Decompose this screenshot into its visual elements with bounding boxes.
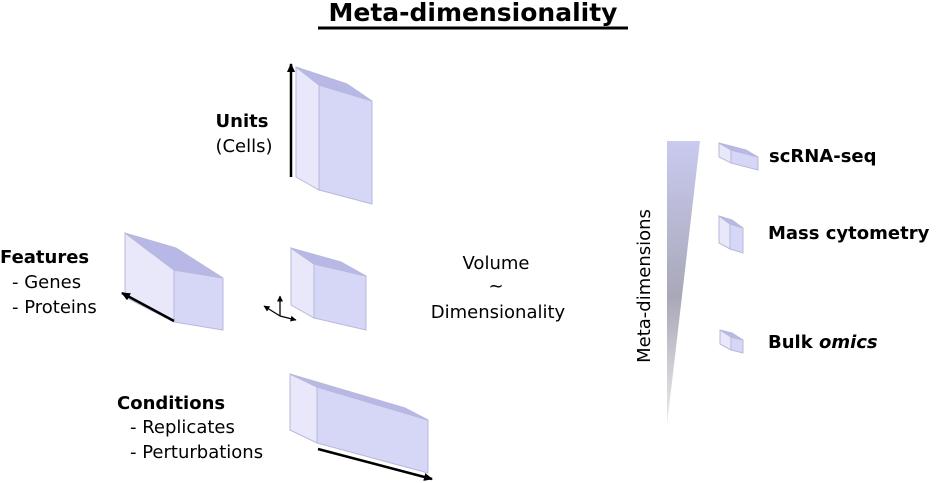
bulk-omics-label-prefix: Bulk	[768, 332, 819, 353]
dimensionality-label: Dimensionality	[431, 302, 566, 323]
features-arrow	[121, 291, 175, 323]
scrna-seq-label: scRNA-seq	[769, 146, 877, 167]
meta-dimensions-wedge	[667, 141, 700, 425]
volume-label: Volume	[463, 253, 530, 274]
bulk-omics-label: Bulk omics	[768, 332, 878, 353]
conditions-arrow	[317, 447, 433, 481]
features-box	[124, 231, 224, 331]
units-box	[295, 65, 373, 205]
conditions-box-top-face	[289, 373, 429, 421]
features-item-proteins: - Proteins	[12, 297, 97, 318]
conditions-item-replicates: - Replicates	[130, 417, 235, 438]
units-sublabel: (Cells)	[215, 136, 272, 157]
volume-tilde: ~	[488, 276, 503, 297]
bulk-omics-box	[719, 329, 744, 354]
axes-icon	[263, 295, 297, 322]
features-box-top-face	[124, 232, 224, 279]
mass-cytometry-label: Mass cytometry	[768, 223, 930, 244]
conditions-box	[289, 373, 429, 474]
units-label: Units	[216, 111, 269, 132]
units-box-top-face	[295, 66, 373, 102]
meta-dimensions-axis-label: Meta-dimensions	[634, 209, 655, 363]
units-box-side-face	[295, 65, 320, 191]
center-box-top-face	[290, 247, 367, 277]
mass-cytometry-box	[718, 215, 744, 254]
units-box-front-face	[318, 84, 373, 205]
conditions-item-perturbations: - Perturbations	[130, 442, 263, 463]
conditions-label: Conditions	[117, 393, 225, 414]
features-label: Features	[0, 247, 89, 268]
scrna-seq-box	[718, 142, 759, 171]
bulk-omics-label-italic: omics	[819, 332, 878, 353]
features-box-front-face	[173, 269, 224, 331]
features-item-genes: - Genes	[12, 272, 81, 293]
center-box	[290, 247, 367, 331]
page-title: Meta-dimensionality	[329, 0, 618, 27]
